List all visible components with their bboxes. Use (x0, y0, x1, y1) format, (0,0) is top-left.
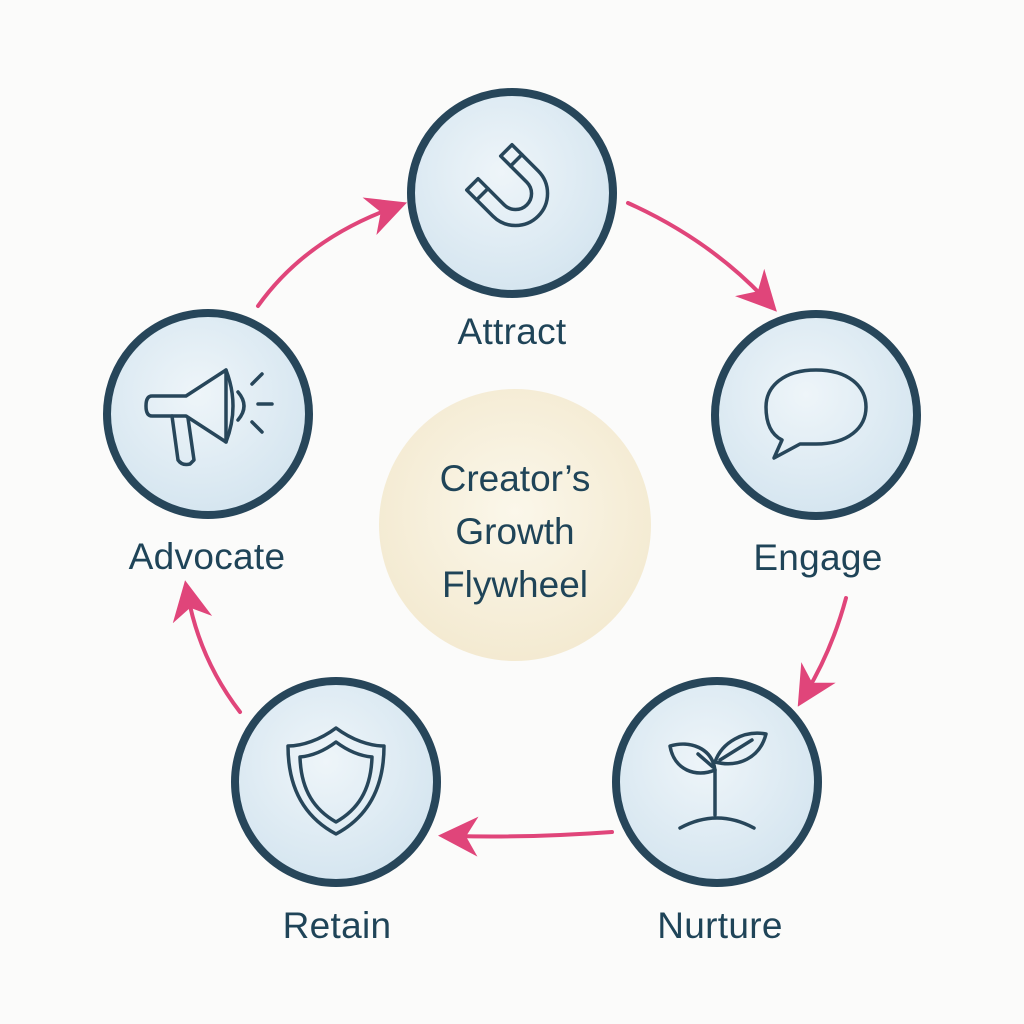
center-circle (379, 389, 651, 661)
label-engage: Engage (753, 537, 883, 578)
node-advocate (103, 309, 313, 519)
center-title-line-2: Growth (455, 511, 575, 552)
label-nurture: Nurture (657, 905, 783, 946)
node-attract (407, 88, 617, 298)
sprout-icon (668, 731, 768, 830)
center-title-line-3: Flywheel (442, 564, 588, 605)
center-title: Creator’s Growth Flywheel (385, 452, 645, 611)
node-retain (231, 677, 441, 887)
arrow-attract-to-engage (626, 201, 777, 312)
label-advocate: Advocate (128, 536, 286, 577)
label-attract: Attract (457, 311, 567, 352)
arrow-engage-to-nurture (797, 596, 848, 707)
label-retain: Retain (282, 905, 392, 946)
node-engage (711, 310, 921, 520)
arrow-retain-to-advocate (172, 580, 242, 714)
arrow-advocate-to-attract (256, 197, 408, 308)
megaphone-icon (144, 368, 274, 467)
node-nurture (612, 677, 822, 887)
speech-bubble-icon (764, 368, 868, 460)
magnet-icon (464, 142, 550, 228)
center-title-line-1: Creator’s (439, 458, 591, 499)
shield-icon (286, 726, 386, 836)
arrow-nurture-to-retain (438, 816, 614, 857)
